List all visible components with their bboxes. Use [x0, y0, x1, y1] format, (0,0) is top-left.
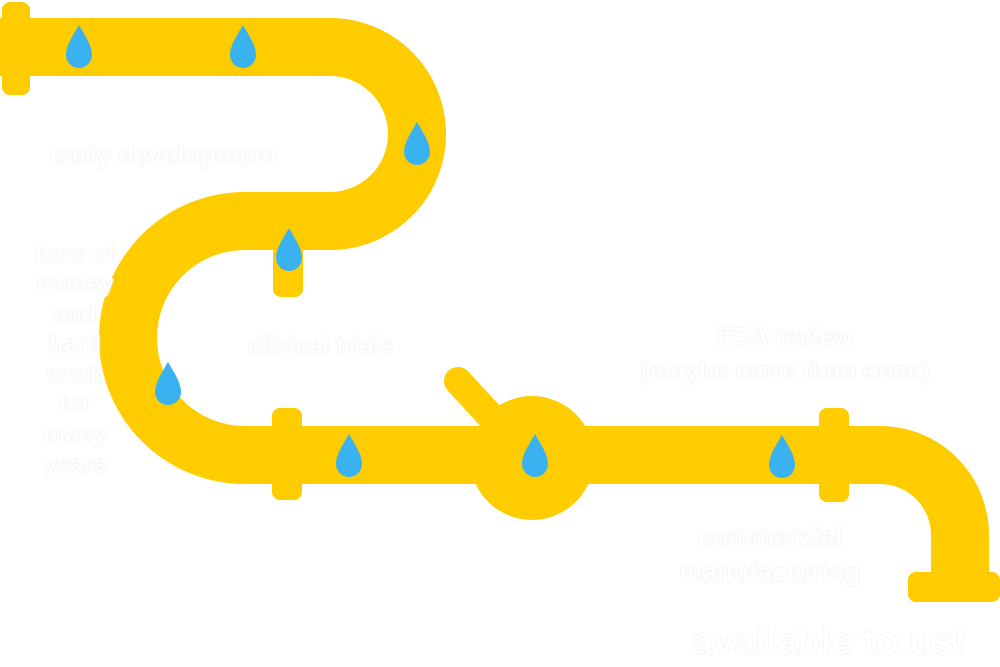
label-line: money [36, 271, 114, 298]
pipe-joint-3 [819, 408, 849, 502]
label-fda-review: FDA review (maybe more than once) [610, 320, 960, 388]
label-early-development: early development [50, 140, 279, 170]
water-drop-icon [522, 434, 548, 477]
label-line: FDA review [717, 323, 853, 351]
water-drop-icon [336, 434, 362, 477]
label-clinical-trials: clinical trials [248, 332, 394, 359]
pipe-body [0, 18, 989, 590]
label-line: (maybe more than once) [640, 357, 930, 385]
pipe-joint-2 [272, 408, 302, 500]
water-drop-icon [66, 25, 92, 68]
label-line: many [43, 421, 107, 448]
label-commercial-manufacturing: commercial manufacturing [660, 518, 880, 590]
pipe [0, 2, 1000, 602]
water-drop-icon [155, 362, 181, 405]
label-line: for [59, 391, 91, 418]
water-drop-icon [769, 435, 795, 478]
label-line: tons of [35, 241, 115, 268]
water-drop-icon [276, 228, 302, 271]
pipe-flange-end [908, 572, 1000, 602]
label-line: and [53, 301, 97, 328]
label-line: years [43, 451, 107, 478]
water-drop-icon [230, 25, 256, 68]
label-line: hard [48, 331, 101, 358]
label-tons-of-money: tons of money and hard work for many yea… [20, 240, 130, 480]
label-line: work [46, 361, 103, 388]
label-line: commercial [697, 521, 843, 551]
water-drops [66, 25, 795, 478]
label-available-to-us: available to us! [692, 621, 967, 663]
water-drop-icon [404, 122, 430, 165]
label-line: manufacturing [679, 557, 861, 587]
pipe-flange-start [2, 2, 30, 95]
